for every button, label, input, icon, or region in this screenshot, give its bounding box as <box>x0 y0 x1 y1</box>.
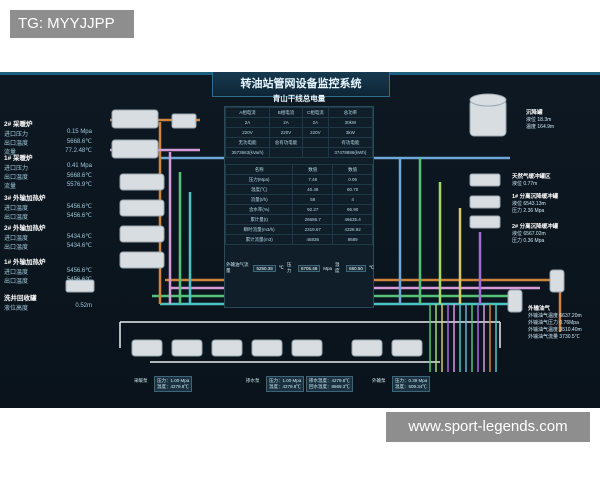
pump-7 <box>391 339 423 357</box>
settling-tank-top <box>469 93 507 107</box>
separator-1 <box>469 173 501 187</box>
boiler-6 <box>119 251 165 269</box>
settling-tank-label: 沉降罐 液位 18.3m 温度 164.9m <box>526 110 555 130</box>
boiler-3 <box>119 173 165 191</box>
power-panel-title: 青山干线总电量 <box>272 94 326 103</box>
pump-group-1-label: 采暖泵 <box>134 378 148 383</box>
boiler-1 <box>111 109 159 129</box>
monitor-panel: 转油站管网设备监控系统 <box>0 72 600 408</box>
pump-4 <box>251 339 283 357</box>
watermark-tg: TG: MYYJJPP <box>10 10 134 38</box>
gas-tank-2 <box>507 289 523 313</box>
boiler-4 <box>119 199 165 217</box>
pump-group-3-label: 外输泵 <box>372 378 386 383</box>
pump-2 <box>171 339 203 357</box>
separator-3 <box>469 215 501 229</box>
recovery-tank <box>65 279 95 293</box>
watermark-site: www.sport-legends.com <box>386 412 590 442</box>
separator-2 <box>469 195 501 209</box>
pump-3 <box>211 339 243 357</box>
pump-group-2-label: 掺水泵 <box>246 378 260 383</box>
separator-2-label: 2# 分离沉降缓冲罐 液位 6567.02m 压力 0.36 Mpa <box>512 224 559 244</box>
gas-output-label: 外输油气 外输油气温度 6637.20m 外输油气压力 0.76Mpa 外输油气… <box>528 306 582 340</box>
boiler-2 <box>111 139 159 159</box>
separator-1-label: 1# 分离沉降缓冲罐 液位 6543.13m 压力 2.36 Mpa <box>512 194 559 214</box>
pipeline-diagram <box>65 93 565 372</box>
gas-buffer-label: 天然气缓冲罐区 液位 0.77m <box>512 174 551 187</box>
pump-6 <box>351 339 383 357</box>
pump-5 <box>291 339 323 357</box>
boiler-5 <box>119 225 165 243</box>
aux-tank <box>171 113 197 129</box>
gas-tank-1 <box>549 269 565 293</box>
page-title: 转油站管网设备监控系统 <box>212 72 390 97</box>
pump-1 <box>131 339 163 357</box>
